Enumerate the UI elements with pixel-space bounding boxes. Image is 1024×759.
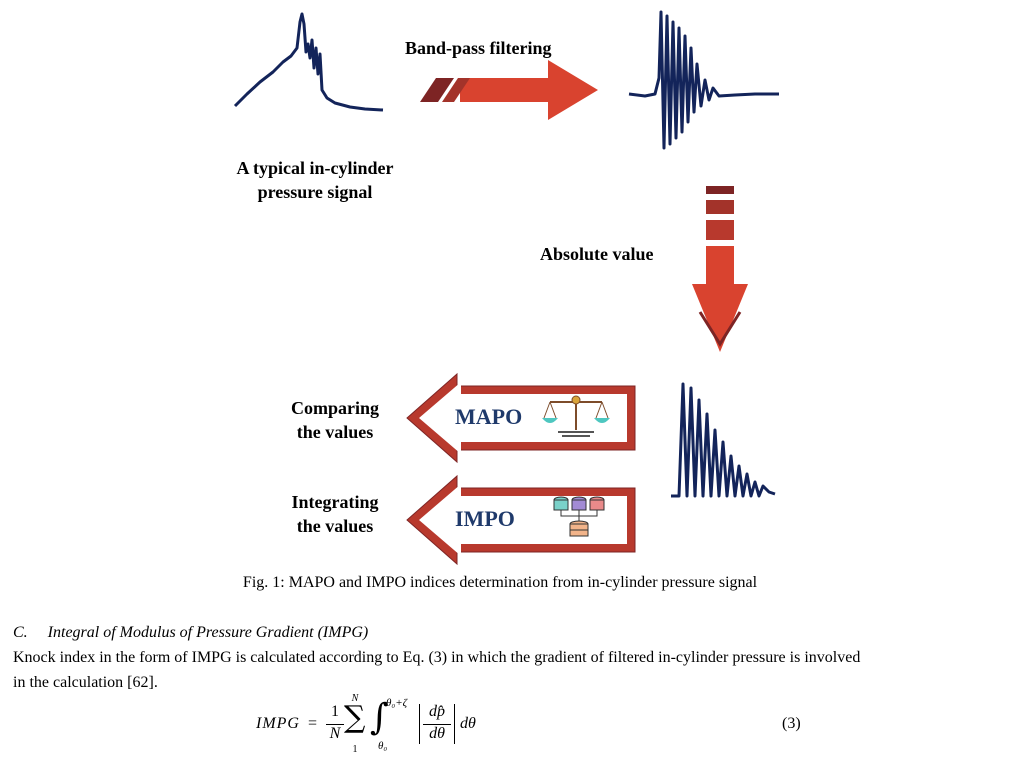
- eq-lhs: IMPG: [256, 715, 300, 732]
- eq-deriv-numerator: dp̂: [429, 703, 445, 720]
- absolute-value-arrow-icon: [692, 186, 748, 352]
- paragraph-line-2: in the calculation [62].: [13, 674, 158, 691]
- signal-label-line-1: A typical in-cylinder: [236, 158, 394, 178]
- sum-icon: ∑: [344, 700, 366, 735]
- mapo-label: MAPO: [455, 404, 523, 429]
- eq-equals: =: [308, 715, 318, 732]
- pressure-signal-line: [233, 12, 384, 112]
- section-title: Integral of Modulus of Pressure Gradient…: [47, 624, 369, 641]
- eq-int-upper: θ₀+ζ: [386, 697, 408, 709]
- integral-icon: ∫: [370, 697, 389, 738]
- section-heading: C. Integral of Modulus of Pressure Gradi…: [13, 624, 368, 642]
- band-pass-arrow-icon: [420, 60, 598, 120]
- eq-deriv-bar: [423, 724, 451, 725]
- database-icon: [553, 496, 605, 537]
- comparing-label: Comparing the values: [270, 396, 400, 444]
- section-paragraph: Knock index in the form of IMPG is calcu…: [13, 645, 1013, 695]
- integrating-label-line-2: the values: [296, 516, 374, 536]
- eq-frac-bar: [326, 724, 344, 725]
- eq-sum-top: N: [351, 693, 359, 704]
- eq-deriv-denominator: dθ: [429, 725, 445, 742]
- signal-label: A typical in-cylinder pressure signal: [195, 156, 435, 204]
- signal-label-line-2: pressure signal: [257, 182, 373, 202]
- eq-frac-denominator: N: [329, 725, 341, 742]
- eq-sum-bottom: 1: [352, 744, 358, 755]
- absolute-signal-plot: [671, 382, 776, 498]
- pressure-signal-plot: [233, 12, 384, 112]
- comparing-label-line-1: Comparing: [290, 398, 379, 418]
- comparing-label-line-2: the values: [296, 422, 374, 442]
- filtered-signal-line: [628, 10, 779, 150]
- paragraph-line-1: Knock index in the form of IMPG is calcu…: [13, 649, 861, 666]
- integrating-label: Integrating the values: [270, 490, 400, 538]
- figure-caption: Fig. 1: MAPO and IMPO indices determinat…: [242, 574, 758, 591]
- eq-int-lower: θ₀: [378, 740, 388, 752]
- band-pass-label: Band-pass filtering: [405, 38, 552, 58]
- eq-abs-right: [454, 704, 455, 744]
- eq-dtheta: dθ: [460, 715, 476, 732]
- eq-number: (3): [782, 715, 801, 732]
- balance-scale-icon: [542, 395, 610, 437]
- absolute-value-label: Absolute value: [540, 244, 654, 264]
- absolute-signal-line: [671, 382, 776, 498]
- filtered-signal-plot: [628, 10, 779, 150]
- section-number: C.: [13, 624, 28, 641]
- integrating-label-line-1: Integrating: [291, 492, 379, 512]
- eq-abs-left: [419, 704, 420, 744]
- eq-frac-numerator: 1: [331, 703, 339, 720]
- impo-label: IMPO: [455, 506, 515, 531]
